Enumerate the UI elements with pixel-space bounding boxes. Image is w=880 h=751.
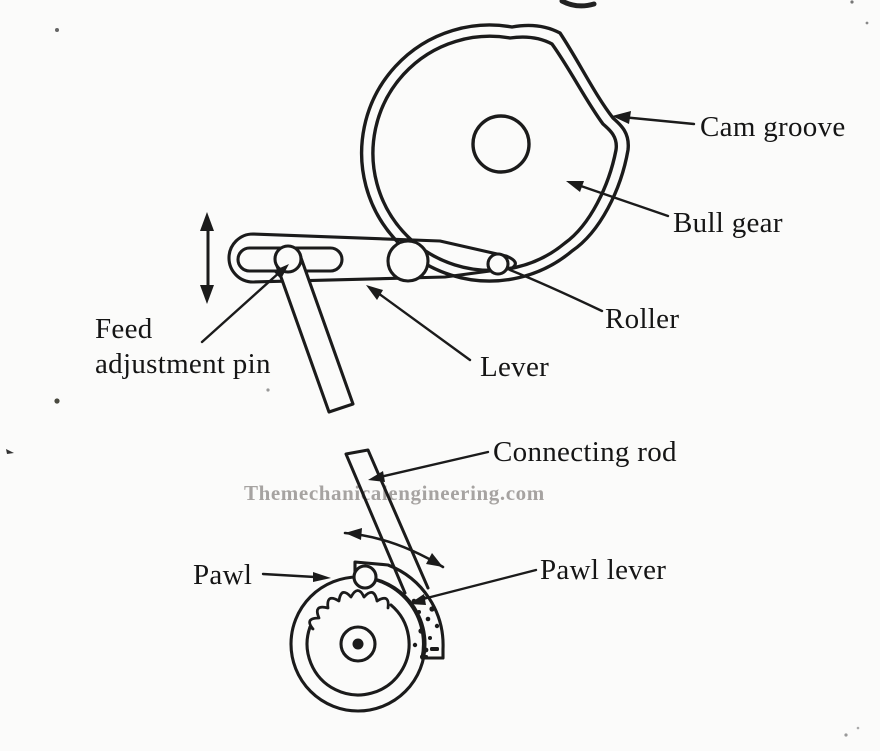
ratchet-hub	[339, 625, 377, 663]
swing-motion-arrow	[343, 528, 445, 569]
label-connecting-rod: Connecting rod	[493, 436, 677, 468]
ratchet-inner-rim	[305, 603, 411, 697]
label-lever: Lever	[480, 351, 550, 383]
ratchet-center-dot	[352, 638, 364, 650]
bull-gear	[359, 23, 630, 283]
leader-roller	[508, 268, 604, 313]
vertical-motion-arrow	[200, 212, 214, 304]
label-pawl-lever: Pawl lever	[540, 554, 667, 586]
label-roller: Roller	[605, 303, 680, 335]
leader-bull-gear	[566, 181, 670, 218]
ratchet-teeth	[308, 589, 390, 631]
cam-groove-inner-outline	[371, 34, 618, 272]
lever-assembly	[227, 232, 517, 414]
lever-fulcrum-circle	[386, 239, 430, 283]
feed-adjustment-pin-circle	[273, 244, 303, 274]
leader-feed-adjustment-pin	[200, 264, 289, 344]
watermark-text: Themechanicalengineering.com	[244, 481, 545, 505]
bull-gear-center-hole	[471, 114, 531, 174]
label-feed-adjustment-pin: Feed adjustment pin	[95, 313, 271, 381]
roller-circle	[486, 252, 510, 276]
leader-lever	[366, 285, 472, 362]
lever-bar	[227, 232, 517, 284]
pawl-lever-stipple	[411, 596, 440, 659]
pawl-circle	[352, 564, 378, 590]
cam-groove-outer-outline	[359, 23, 630, 283]
label-cam-groove: Cam groove	[700, 111, 846, 143]
scan-speck-marks	[6, 0, 869, 737]
leader-lines	[200, 111, 696, 605]
label-pawl: Pawl	[193, 559, 253, 591]
label-bull-gear: Bull gear	[673, 207, 783, 239]
ratchet-and-pawl	[289, 560, 445, 713]
leader-pawl-lever	[409, 568, 538, 605]
leader-connecting-rod	[368, 450, 490, 482]
leader-cam-groove	[612, 111, 696, 126]
connecting-rod-shape	[344, 448, 430, 595]
leader-pawl	[261, 572, 331, 582]
